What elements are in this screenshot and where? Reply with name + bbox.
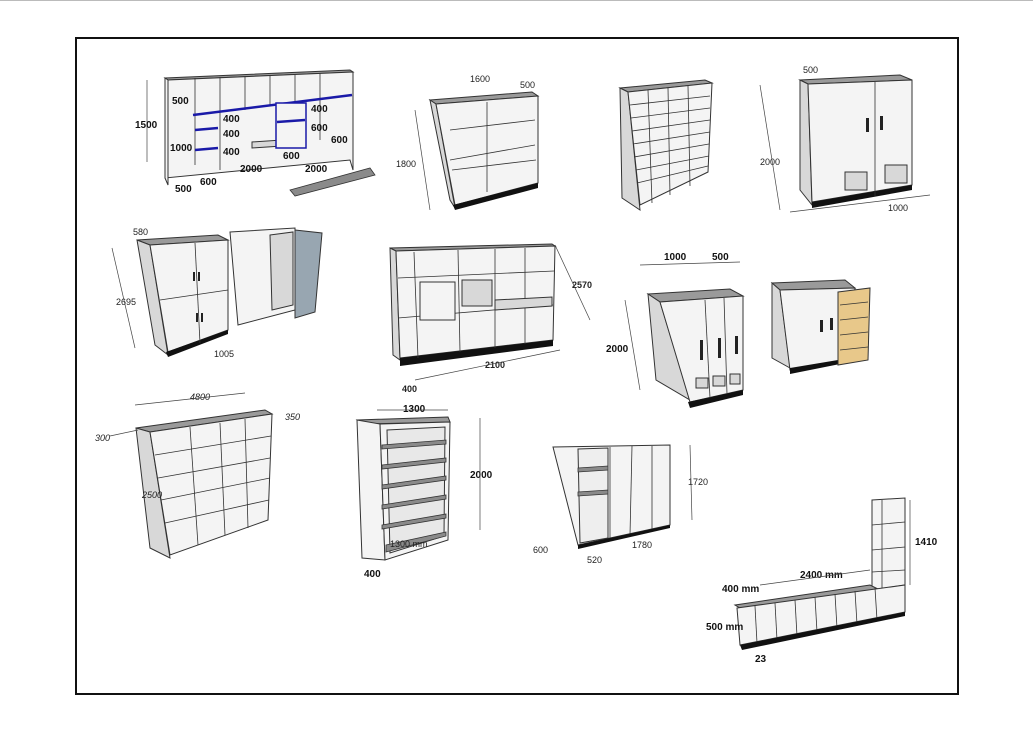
dim-label: 1000 bbox=[888, 203, 908, 213]
dim-label: 23 bbox=[755, 654, 767, 665]
dim-label: 1005 bbox=[214, 349, 234, 359]
dim-label: 350 bbox=[285, 412, 300, 422]
dim-label: 500 bbox=[172, 96, 189, 107]
dim-label: 600 bbox=[283, 151, 300, 162]
dim-label: 600 bbox=[200, 177, 217, 188]
dim-label: 1500 bbox=[135, 120, 158, 131]
drawing-mobile-shelf: 1300 2000 400 1300 mm bbox=[355, 404, 493, 580]
dim-label: 400 bbox=[402, 384, 417, 394]
dim-label: 500 bbox=[520, 80, 535, 90]
drawing-sideboard: 1720 600 520 1780 bbox=[533, 444, 708, 565]
drawing-pullout-cabinet bbox=[770, 279, 871, 374]
dim-label: 520 bbox=[587, 555, 602, 565]
dim-label: 1300 mm bbox=[390, 539, 428, 549]
dim-label: 500 bbox=[175, 184, 192, 195]
dim-label: 300 bbox=[95, 433, 110, 443]
dim-label: 2400 mm bbox=[800, 570, 843, 581]
dim-label: 400 bbox=[364, 569, 381, 580]
dim-label: 600 bbox=[331, 135, 348, 146]
drawing-cubby-shelf: 4800 350 300 2500 bbox=[95, 392, 300, 559]
dim-label: 2000 bbox=[240, 164, 263, 175]
dim-label: 500 bbox=[803, 65, 818, 75]
dim-label: 1300 bbox=[403, 404, 426, 415]
drawing-double-door-cabinet: 500 2000 1000 bbox=[759, 65, 931, 213]
drawing-kitchen-wall: 2570 2100 400 bbox=[389, 243, 592, 394]
dim-label: 600 bbox=[533, 545, 548, 555]
dim-label: 2000 bbox=[305, 164, 328, 175]
dim-label: 1410 bbox=[915, 537, 938, 548]
dim-label: 2100 bbox=[485, 360, 505, 370]
dim-label: 500 mm bbox=[706, 622, 743, 633]
dim-label: 2695 bbox=[116, 297, 136, 307]
dim-label: 1000 bbox=[170, 143, 193, 154]
dim-label: 580 bbox=[133, 227, 148, 237]
dim-label: 400 mm bbox=[722, 584, 759, 595]
top-divider bbox=[0, 0, 1033, 1]
dim-label: 2000 bbox=[760, 157, 780, 167]
dim-label: 1600 bbox=[470, 74, 490, 84]
drawing-locker-cabinet: 1000 500 2000 bbox=[606, 252, 745, 408]
dim-label: 2500 bbox=[141, 490, 162, 500]
dim-label: 1000 bbox=[664, 252, 687, 263]
dim-label: 2570 bbox=[572, 280, 592, 290]
dim-label: 600 bbox=[311, 123, 328, 134]
dim-label: 2000 bbox=[606, 344, 629, 355]
dim-label: 1720 bbox=[688, 477, 708, 487]
dim-label: 400 bbox=[223, 129, 240, 140]
dim-label: 500 bbox=[712, 252, 729, 263]
dim-label: 1800 bbox=[396, 159, 416, 169]
drawing-pigeonhole-cabinet bbox=[618, 79, 714, 212]
dim-label: 1780 bbox=[632, 540, 652, 550]
dim-label: 400 bbox=[223, 114, 240, 125]
drawing-open-bookcase: 1600 500 1800 bbox=[396, 74, 540, 211]
dim-label: 400 bbox=[223, 147, 240, 158]
dim-label: 400 bbox=[311, 104, 328, 115]
dim-label: 2000 bbox=[470, 470, 493, 481]
drawing-wall-unit: 1500 500 1000 400 400 400 400 600 600 20… bbox=[135, 69, 376, 197]
drawing-tall-cupboard: 580 2695 1005 bbox=[111, 227, 323, 359]
dim-label: 4800 bbox=[190, 392, 210, 402]
drawing-bench-shelf: 2400 mm 400 mm 1410 500 mm 23 bbox=[706, 497, 938, 665]
